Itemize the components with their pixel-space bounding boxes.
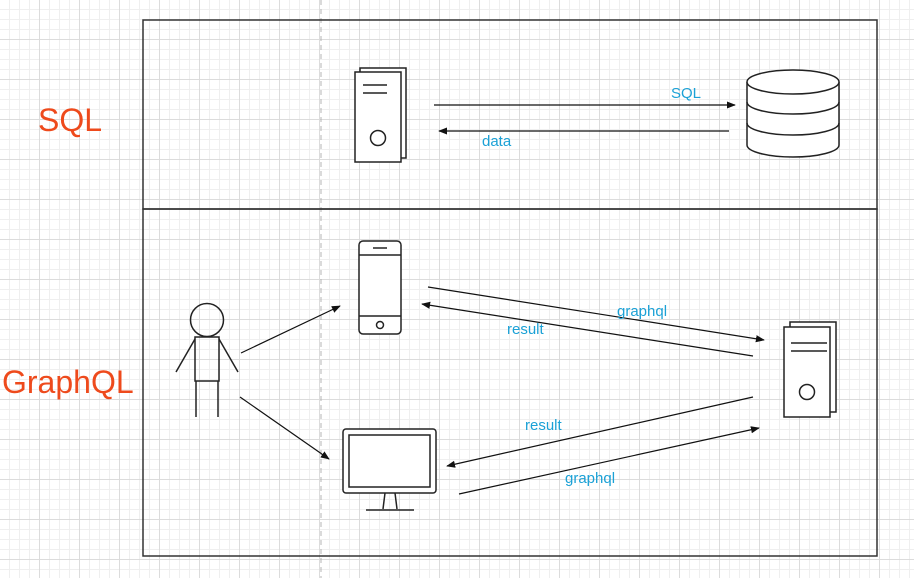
server-icon: [354, 67, 407, 163]
phone-icon: [358, 240, 402, 335]
sql-section-label: SQL: [38, 102, 102, 138]
phone-result-arrow: [421, 301, 754, 357]
user-icon: [175, 302, 239, 417]
database-icon: [746, 69, 840, 158]
monitor-result-arrow: [446, 396, 754, 468]
sql-data-label: data: [482, 133, 512, 150]
user-to-phone-arrow: [240, 305, 341, 354]
monitor-graphql-arrow: [458, 426, 760, 495]
graphql-section-label: GraphQL: [2, 364, 134, 400]
monitor-icon: [342, 428, 437, 511]
monitor-result-label: result: [525, 417, 563, 434]
graphql-server-icon: [783, 321, 837, 418]
phone-graphql-label: graphql: [617, 303, 667, 320]
user-to-monitor-arrow: [239, 396, 330, 460]
monitor-graphql-label: graphql: [565, 470, 615, 487]
graphql-section-box: [142, 208, 878, 557]
phone-graphql-arrow: [427, 286, 765, 343]
sql-query-label: SQL: [671, 85, 701, 102]
phone-result-label: result: [507, 321, 545, 338]
